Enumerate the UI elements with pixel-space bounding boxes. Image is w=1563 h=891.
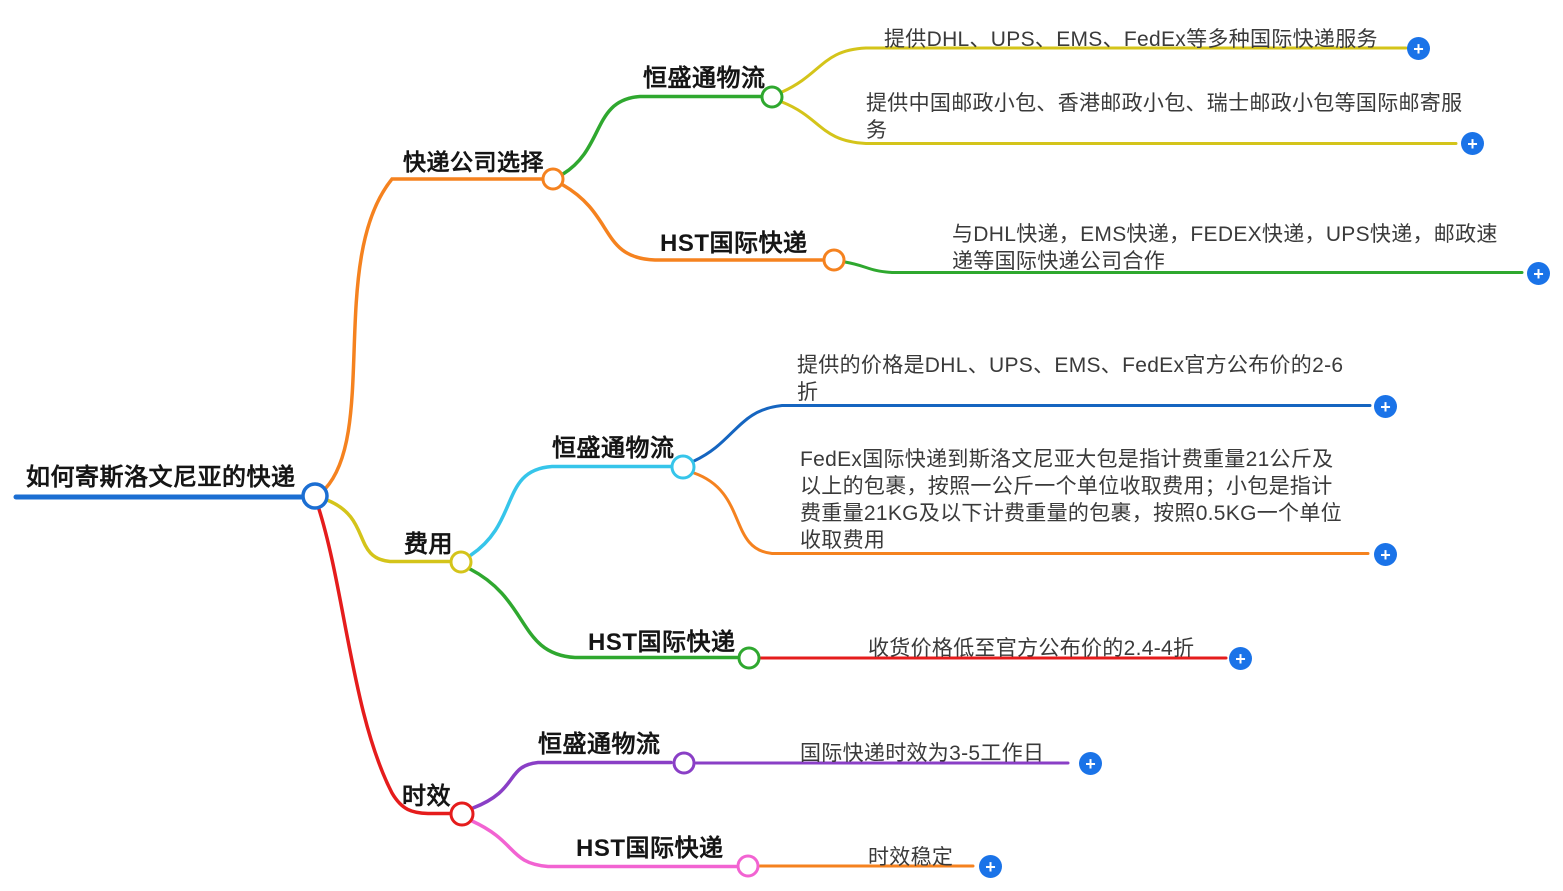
plus-icon[interactable]: + — [1527, 262, 1550, 285]
plus-icon[interactable]: + — [1079, 752, 1102, 775]
plus-icon[interactable]: + — [1461, 132, 1484, 155]
edge-leaf-fedex-weight — [692, 471, 1370, 555]
node-label-hst-2[interactable]: HST国际快递 — [588, 629, 736, 656]
plus-icon[interactable]: + — [1374, 543, 1397, 566]
edge-leaf-discount-2-6 — [692, 404, 1372, 463]
time-hst-toggle-circle[interactable] — [736, 854, 760, 878]
cost-toggle-circle[interactable] — [449, 550, 473, 574]
edge-root-cost — [325, 498, 451, 564]
cost-hst-toggle-circle[interactable] — [737, 646, 761, 670]
edge-time-hengshengtong — [471, 760, 673, 810]
plus-icon[interactable]: + — [1407, 37, 1430, 60]
edge-root-company — [323, 177, 544, 491]
plus-icon[interactable]: + — [979, 855, 1002, 878]
edge-time-hst — [470, 819, 738, 869]
leaf-3-5-workdays[interactable]: 国际快递时效为3-5工作日 — [800, 742, 1045, 765]
edge-root-time — [316, 504, 452, 816]
edge-leaf-postal-packets — [780, 100, 1458, 145]
edge-company-hengshengtong — [561, 94, 764, 176]
time-hengshengtong-toggle-circle[interactable] — [672, 751, 696, 775]
branch-label-time[interactable]: 时效 — [402, 783, 451, 810]
node-label-hst-1[interactable]: HST国际快递 — [660, 230, 808, 257]
company-toggle-circle[interactable] — [541, 167, 565, 191]
branch-label-cost[interactable]: 费用 — [404, 531, 453, 558]
leaf-dhl-services[interactable]: 提供DHL、UPS、EMS、FedEx等多种国际快递服务 — [884, 28, 1378, 51]
plus-icon[interactable]: + — [1229, 647, 1252, 670]
plus-icon[interactable]: + — [1374, 395, 1397, 418]
node-label-hengshengtong-1[interactable]: 恒盛通物流 — [643, 65, 766, 92]
root-toggle-circle[interactable] — [301, 482, 329, 510]
company-hengshengtong-toggle-circle[interactable] — [760, 85, 784, 109]
leaf-hst-partners[interactable]: 与DHL快递，EMS快递，FEDEX快递，UPS快递，邮政速递等国际快递公司合作 — [952, 223, 1498, 273]
edge-leaf-hst-partners — [843, 260, 1524, 274]
edge-leaf-dhl-services — [780, 46, 1408, 94]
leaf-stable-time[interactable]: 时效稳定 — [868, 846, 954, 869]
node-label-hengshengtong-2[interactable]: 恒盛通物流 — [552, 435, 675, 462]
root-node-label[interactable]: 如何寄斯洛文尼亚的快递 — [26, 464, 296, 491]
leaf-postal-packets[interactable]: 提供中国邮政小包、香港邮政小包、瑞士邮政小包等国际邮寄服务 — [866, 92, 1463, 142]
time-toggle-circle[interactable] — [449, 801, 475, 827]
cost-hengshengtong-toggle-circle[interactable] — [670, 454, 696, 480]
leaf-discount-24-4[interactable]: 收货价格低至官方公布价的2.4-4折 — [868, 637, 1195, 660]
company-hst-toggle-circle[interactable] — [822, 248, 846, 272]
node-label-hengshengtong-3[interactable]: 恒盛通物流 — [538, 731, 661, 758]
edge-cost-hengshengtong — [469, 464, 673, 557]
leaf-discount-2-6[interactable]: 提供的价格是DHL、UPS、EMS、FedEx官方公布价的2-6折 — [797, 354, 1344, 404]
branch-label-company-choice[interactable]: 快递公司选择 — [403, 149, 544, 175]
edge-cost-hst — [468, 567, 739, 660]
leaf-fedex-weight-rule[interactable]: FedEx国际快递到斯洛文尼亚大包是指计费重量21公斤及以上的包裹，按照一公斤一… — [800, 448, 1342, 552]
edge-company-hst — [561, 183, 824, 262]
node-label-hst-3[interactable]: HST国际快递 — [576, 835, 724, 862]
